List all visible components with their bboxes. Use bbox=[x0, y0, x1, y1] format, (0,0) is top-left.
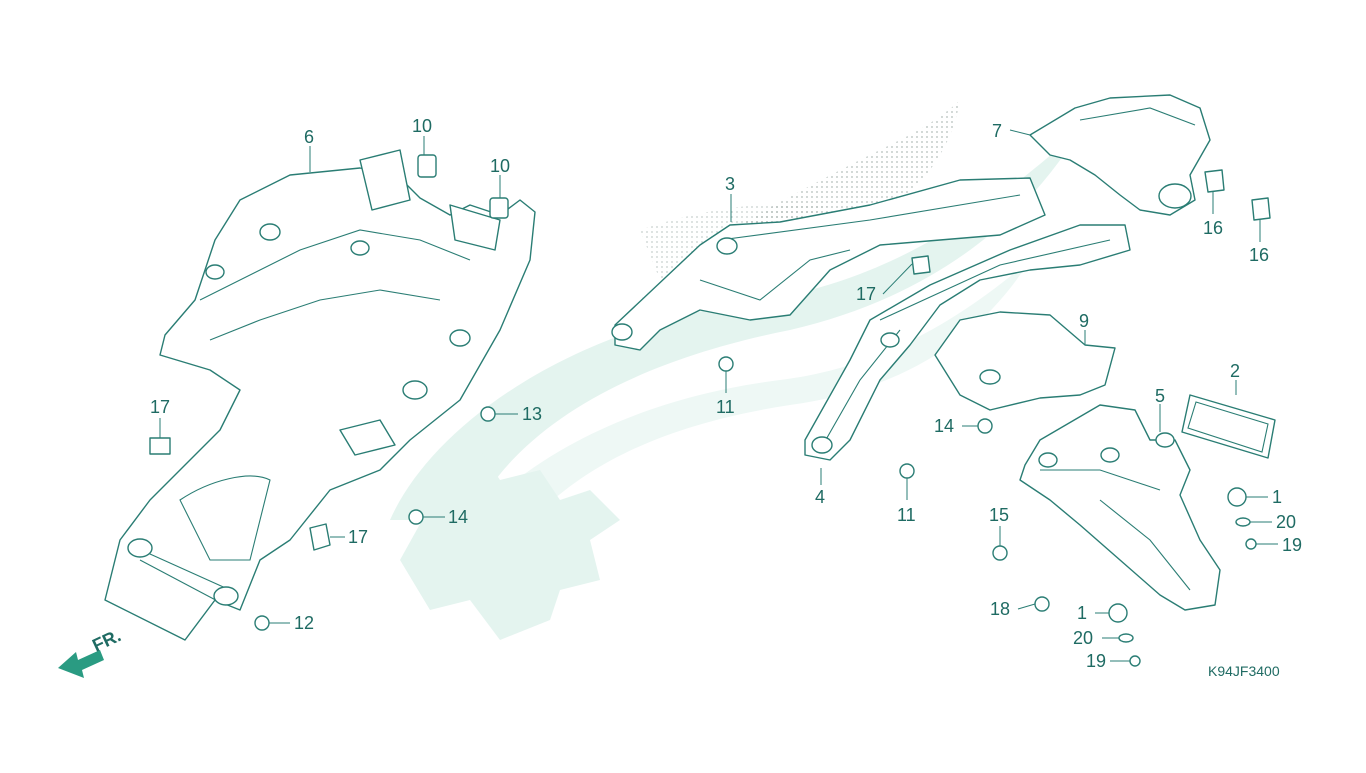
callout-20-b: 20 bbox=[1073, 628, 1093, 648]
bolt-14a bbox=[408, 509, 424, 525]
rear-inner-fender-part-6 bbox=[104, 149, 536, 641]
bolt-12 bbox=[254, 615, 270, 631]
washer-20a bbox=[1235, 517, 1251, 527]
callout-9: 9 bbox=[1079, 311, 1089, 331]
callout-12: 12 bbox=[294, 613, 314, 633]
callout-3: 3 bbox=[725, 174, 735, 194]
collar-10b bbox=[489, 197, 509, 219]
clip-nut-17c bbox=[911, 255, 931, 275]
callout-13: 13 bbox=[522, 404, 542, 424]
rail-part-4 bbox=[718, 224, 1131, 479]
callout-16-b: 16 bbox=[1249, 245, 1269, 265]
splash-guard-part-9 bbox=[934, 311, 1116, 434]
callout-4: 4 bbox=[815, 487, 825, 507]
nut-15 bbox=[992, 545, 1008, 561]
bolt-11a bbox=[718, 356, 734, 372]
callout-14-a: 14 bbox=[448, 507, 468, 527]
rubber-1a bbox=[1227, 487, 1247, 507]
front-direction-indicator: FR. bbox=[58, 625, 124, 678]
callout-15: 15 bbox=[989, 505, 1009, 525]
callout-labels: 6 10 10 17 13 14 17 12 3 17 11 4 11 7 16… bbox=[150, 116, 1302, 671]
collar-10a bbox=[417, 154, 437, 178]
clip-nut-16a bbox=[1204, 169, 1225, 193]
callout-19-a: 19 bbox=[1282, 535, 1302, 555]
callout-14-b: 14 bbox=[934, 416, 954, 436]
callout-17-a: 17 bbox=[150, 397, 170, 417]
clip-nut-17b bbox=[309, 523, 331, 551]
bolt-14b bbox=[977, 418, 993, 434]
callout-16-a: 16 bbox=[1203, 218, 1223, 238]
tail-cover-part-7 bbox=[1029, 94, 1271, 221]
bolt-18 bbox=[1034, 596, 1050, 612]
callout-10-b: 10 bbox=[490, 156, 510, 176]
fastener-group-left bbox=[149, 154, 509, 631]
grab-rail-part-3 bbox=[611, 177, 1046, 351]
callout-2: 2 bbox=[1230, 361, 1240, 381]
callout-11-a: 11 bbox=[716, 397, 735, 417]
bolt-11b bbox=[899, 463, 915, 479]
drawing-code: K94JF3400 bbox=[1208, 663, 1280, 679]
front-arrow-icon bbox=[58, 650, 104, 678]
fastener-group-right bbox=[992, 487, 1257, 667]
callout-17-b: 17 bbox=[348, 527, 368, 547]
callout-20-a: 20 bbox=[1276, 512, 1296, 532]
clip-nut-17a bbox=[149, 437, 171, 455]
callout-7: 7 bbox=[992, 121, 1002, 141]
callout-10-a: 10 bbox=[412, 116, 432, 136]
screw-19a bbox=[1245, 538, 1257, 550]
callout-11-b: 11 bbox=[897, 505, 916, 525]
clip-nut-16b bbox=[1251, 197, 1271, 221]
callout-5: 5 bbox=[1155, 386, 1165, 406]
callout-19-b: 19 bbox=[1086, 651, 1106, 671]
callout-1-a: 1 bbox=[1272, 487, 1282, 507]
screw-19b bbox=[1129, 655, 1141, 667]
rubber-1b bbox=[1108, 603, 1128, 623]
leader-lines bbox=[159, 129, 1278, 662]
callout-18: 18 bbox=[990, 599, 1010, 619]
callout-17-c: 17 bbox=[856, 284, 876, 304]
front-label: FR. bbox=[89, 625, 124, 655]
callout-6: 6 bbox=[304, 127, 314, 147]
bolt-13 bbox=[480, 406, 496, 422]
washer-20b bbox=[1118, 633, 1134, 643]
callout-1-b: 1 bbox=[1077, 603, 1087, 623]
reflector-part-2 bbox=[1181, 394, 1276, 459]
rear-fender-part-5 bbox=[1019, 404, 1221, 611]
